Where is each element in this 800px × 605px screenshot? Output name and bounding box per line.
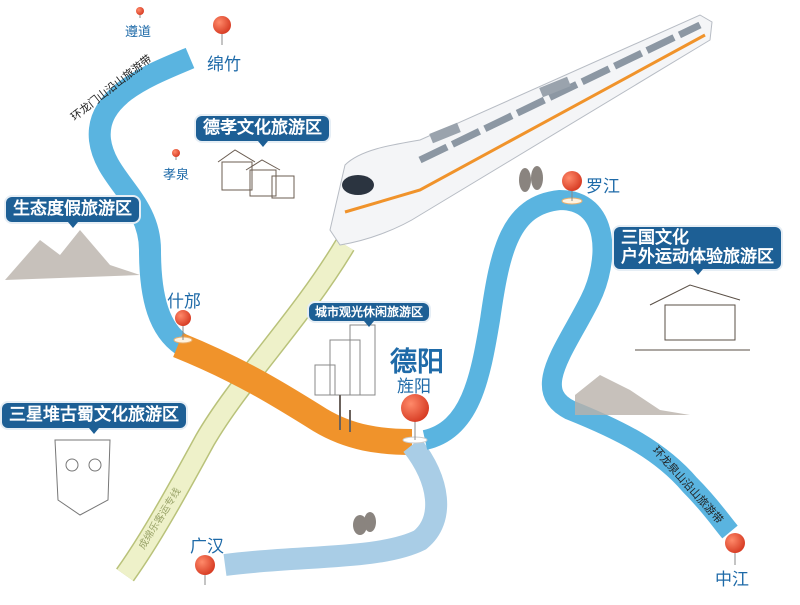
- zone-label-dexiao: 德孝文化旅游区: [196, 116, 329, 147]
- city-route: [173, 332, 413, 455]
- wind-turbine-icon: [339, 395, 351, 432]
- village-sketch: [217, 149, 295, 199]
- pin-icon: [173, 310, 193, 344]
- zone-label-sanguo: 三国文化 户外运动体验旅游区: [614, 227, 781, 275]
- pin-icon: [195, 555, 215, 585]
- zone-label-sanguo-line1: 三国文化: [621, 228, 689, 248]
- city-mianzhu: 绵竹: [207, 55, 241, 75]
- guanghan-route: [223, 438, 448, 576]
- mountain-sketch-left: [5, 230, 140, 280]
- pavilion-sketch: [635, 284, 750, 351]
- pin-icon: [401, 394, 429, 444]
- city-xiaoquan: 孝泉: [163, 168, 190, 183]
- city-deyang: 德阳: [390, 347, 444, 378]
- city-guanghan: 广汉: [190, 537, 224, 557]
- zone-label-sanxingdui: 三星堆古蜀文化旅游区: [2, 403, 186, 434]
- pin-icon: [136, 7, 144, 18]
- city-shifang: 什邡: [167, 292, 201, 312]
- high-speed-train: [329, 14, 713, 246]
- tower-sketch: [314, 324, 376, 396]
- zone-label-city: 城市观光休闲旅游区: [309, 303, 430, 327]
- city-zundao: 遵道: [125, 25, 152, 40]
- city-luojiang: 罗江: [586, 177, 620, 197]
- zone-label-shengtai: 生态度假旅游区: [6, 197, 139, 228]
- zone-label-sanguo-line2: 户外运动体验旅游区: [621, 247, 774, 267]
- longquan-belt-route: [422, 189, 738, 539]
- city-jingyang: 旌阳: [397, 377, 431, 397]
- tree-icon: [353, 166, 543, 535]
- pin-icon: [172, 149, 180, 160]
- city-zhongjiang: 中江: [715, 570, 749, 590]
- mountain-sketch-right: [575, 375, 690, 415]
- pin-icon: [561, 171, 583, 205]
- pin-icon: [213, 16, 231, 45]
- longmen-belt-route: [88, 47, 195, 355]
- pin-icon: [725, 533, 745, 565]
- mask-sketch: [54, 439, 111, 516]
- railway-line: [116, 239, 355, 582]
